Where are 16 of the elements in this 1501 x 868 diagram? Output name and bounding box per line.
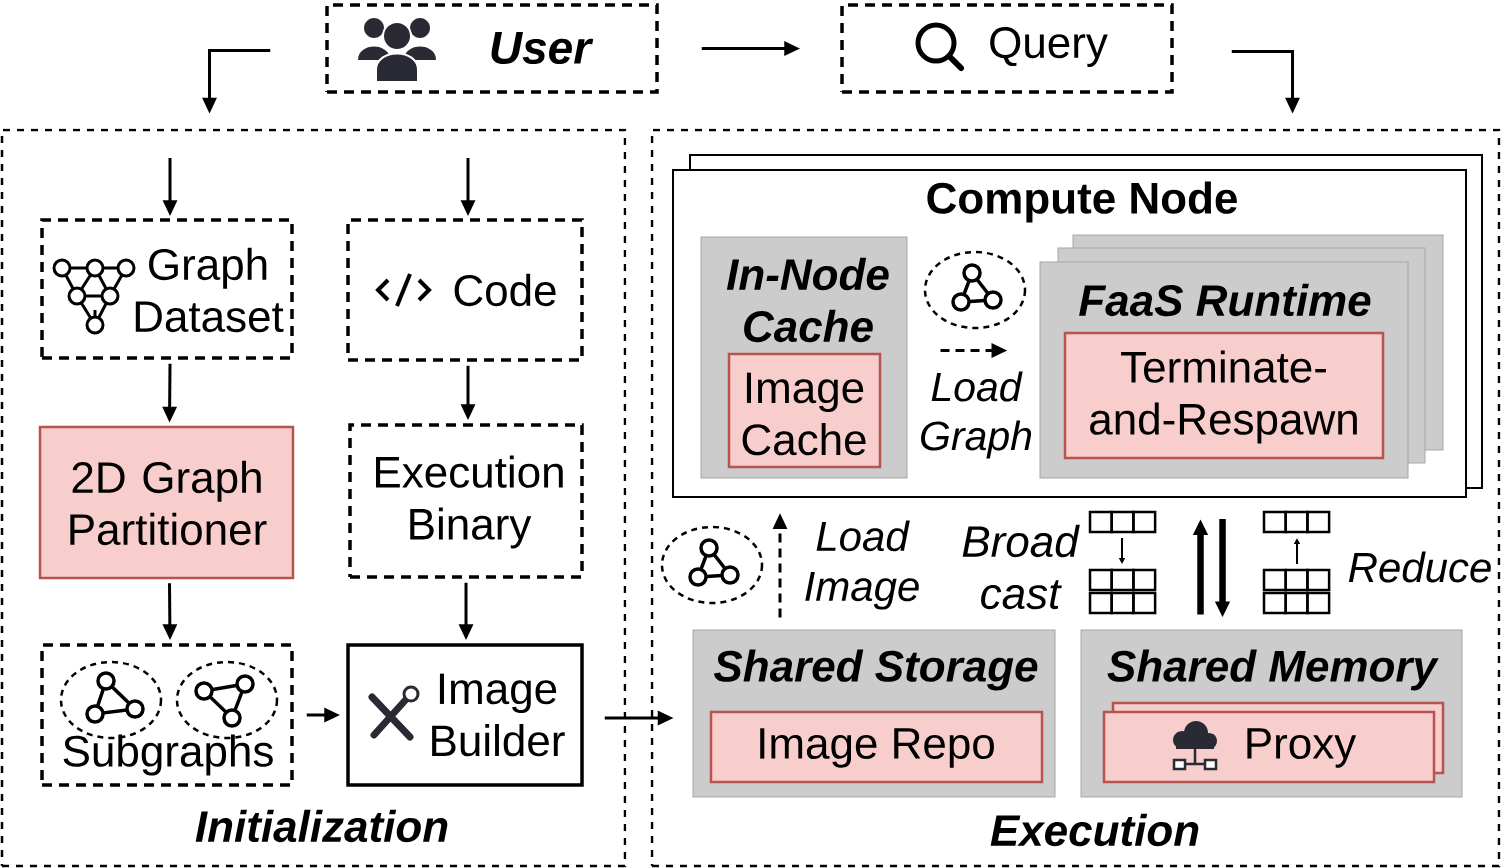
dataset-box: Graph Dataset [40, 218, 294, 360]
actor-box: User [325, 3, 659, 94]
proxy-box: Proxy [1102, 710, 1436, 784]
annotation-text: Broad cast [962, 524, 1080, 610]
query-box: Query [840, 3, 1174, 94]
process-box: Image Builder [346, 643, 584, 787]
repo-box: Image Repo [709, 710, 1044, 784]
edge-label: Load Image [805, 520, 919, 610]
subgraphs-box: Subgraphs [40, 643, 294, 787]
code-box: Code [346, 218, 584, 362]
annotation-text: Reduce [1348, 551, 1491, 583]
process-box: Terminate-and-Respawn [1063, 331, 1385, 460]
artifact-box: Execution Binary [348, 423, 584, 579]
edge-label: Load Graph [921, 371, 1032, 459]
cache-box: Image Cache [727, 352, 882, 469]
process-box: 2D Graph Partitioner [38, 425, 295, 580]
